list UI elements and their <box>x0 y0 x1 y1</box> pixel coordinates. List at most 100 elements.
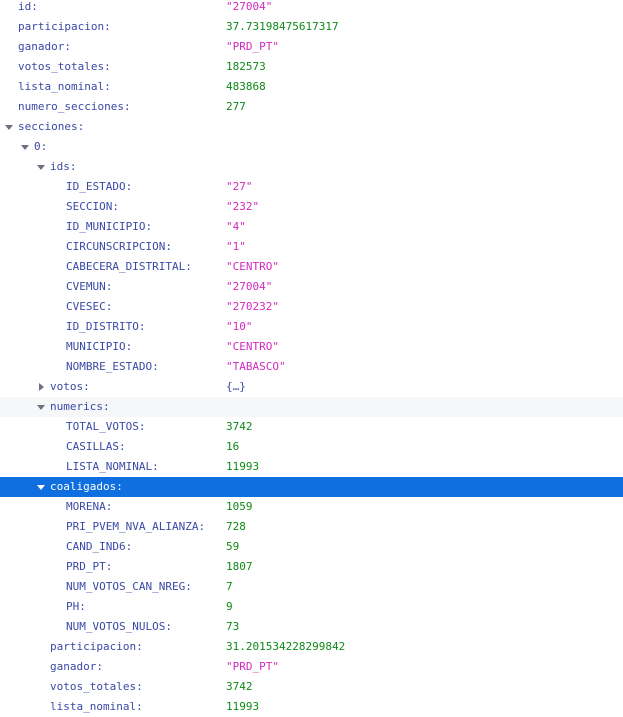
json-row-nombre-estado[interactable]: NOMBRE_ESTADO: "TABASCO" <box>0 357 623 377</box>
json-row-item-0[interactable]: 0: <box>0 137 623 157</box>
json-value: "CENTRO" <box>226 340 279 353</box>
json-row-id[interactable]: id: "27004" <box>0 0 623 17</box>
json-key: lista_nominal: <box>18 80 111 93</box>
json-row-prd-pt[interactable]: PRD_PT: 1807 <box>0 557 623 577</box>
json-value: 16 <box>226 440 240 453</box>
json-value: 3742 <box>226 420 253 433</box>
json-key: secciones: <box>18 120 85 133</box>
json-row-id-estado[interactable]: ID_ESTADO: "27" <box>0 177 623 197</box>
json-row-num-votos-can-nreg[interactable]: NUM_VOTOS_CAN_NREG: 7 <box>0 577 623 597</box>
json-value: 59 <box>226 540 240 553</box>
json-row-cand-ind6[interactable]: CAND_IND6: 59 <box>0 537 623 557</box>
json-row-item-votos-totales[interactable]: votos_totales: 3742 <box>0 677 623 697</box>
json-value: 11993 <box>226 460 260 473</box>
json-key: CVESEC: <box>66 300 113 313</box>
json-key: TOTAL_VOTOS: <box>66 420 146 433</box>
json-row-pri-pvem-nva-alianza[interactable]: PRI_PVEM_NVA_ALIANZA: 728 <box>0 517 623 537</box>
json-value: 11993 <box>226 700 260 713</box>
json-row-ph[interactable]: PH: 9 <box>0 597 623 617</box>
json-row-numero-secciones[interactable]: numero_secciones: 277 <box>0 97 623 117</box>
json-key: id: <box>18 0 38 13</box>
json-value: 31.201534228299842 <box>226 640 346 653</box>
json-row-votos-totales[interactable]: votos_totales: 182573 <box>0 57 623 77</box>
json-key: MORENA: <box>66 500 113 513</box>
json-key: PRD_PT: <box>66 560 113 573</box>
json-key: NOMBRE_ESTADO: <box>66 360 159 373</box>
json-key: CASILLAS: <box>66 440 126 453</box>
json-value: "PRD_PT" <box>226 40 279 53</box>
json-row-cvemun[interactable]: CVEMUN: "27004" <box>0 277 623 297</box>
json-value: "PRD_PT" <box>226 660 279 673</box>
json-key: numero_secciones: <box>18 100 131 113</box>
json-value: 37.73198475617317 <box>226 20 339 33</box>
json-key: lista_nominal: <box>50 700 143 713</box>
json-value: "CENTRO" <box>226 260 279 273</box>
json-value: "270232" <box>226 300 279 313</box>
json-row-circunscripcion[interactable]: CIRCUNSCRIPCION: "1" <box>0 237 623 257</box>
json-value: 73 <box>226 620 240 633</box>
json-key: PH: <box>66 600 86 613</box>
json-row-item-ganador[interactable]: ganador: "PRD_PT" <box>0 657 623 677</box>
json-row-casillas[interactable]: CASILLAS: 16 <box>0 437 623 457</box>
json-row-id-municipio[interactable]: ID_MUNICIPIO: "4" <box>0 217 623 237</box>
json-key: ganador: <box>18 40 71 53</box>
json-row-cvesec[interactable]: CVESEC: "270232" <box>0 297 623 317</box>
expand-toggle-icon[interactable] <box>4 117 14 137</box>
json-value: "27004" <box>226 0 273 13</box>
json-value: 182573 <box>226 60 266 73</box>
json-value: 9 <box>226 600 233 613</box>
json-value: "232" <box>226 200 260 213</box>
json-key: CVEMUN: <box>66 280 113 293</box>
json-row-morena[interactable]: MORENA: 1059 <box>0 497 623 517</box>
json-key: ID_DISTRITO: <box>66 320 146 333</box>
json-key: ID_MUNICIPIO: <box>66 220 153 233</box>
expand-toggle-icon[interactable] <box>36 397 46 417</box>
json-key: votos_totales: <box>18 60 111 73</box>
json-key: votos_totales: <box>50 680 143 693</box>
json-key: NUM_VOTOS_NULOS: <box>66 620 172 633</box>
json-row-item-lista-nominal[interactable]: lista_nominal: 11993 <box>0 697 623 717</box>
json-key: 0: <box>34 140 48 153</box>
json-row-municipio[interactable]: MUNICIPIO: "CENTRO" <box>0 337 623 357</box>
json-row-coaligados[interactable]: coaligados: <box>0 477 623 497</box>
json-key: votos: <box>50 380 90 393</box>
json-value: 277 <box>226 100 246 113</box>
json-key: ids: <box>50 160 77 173</box>
json-key: CAND_IND6: <box>66 540 133 553</box>
json-row-secciones[interactable]: secciones: <box>0 117 623 137</box>
json-key: ganador: <box>50 660 103 673</box>
json-value: "27004" <box>226 280 273 293</box>
json-key: SECCION: <box>66 200 119 213</box>
json-row-seccion[interactable]: SECCION: "232" <box>0 197 623 217</box>
json-row-lista-nominal[interactable]: lista_nominal: 483868 <box>0 77 623 97</box>
json-row-id-distrito[interactable]: ID_DISTRITO: "10" <box>0 317 623 337</box>
json-row-participacion[interactable]: participacion: 37.73198475617317 <box>0 17 623 37</box>
json-value: 728 <box>226 520 246 533</box>
json-value: "27" <box>226 180 253 193</box>
expand-toggle-icon[interactable] <box>20 137 30 157</box>
json-value: "4" <box>226 220 246 233</box>
json-row-item-participacion[interactable]: participacion: 31.201534228299842 <box>0 637 623 657</box>
json-row-lista-nominal-num[interactable]: LISTA_NOMINAL: 11993 <box>0 457 623 477</box>
json-value: "10" <box>226 320 253 333</box>
json-key: MUNICIPIO: <box>66 340 133 353</box>
json-row-numerics[interactable]: numerics: <box>0 397 623 417</box>
json-row-num-votos-nulos[interactable]: NUM_VOTOS_NULOS: 73 <box>0 617 623 637</box>
json-value: "TABASCO" <box>226 360 286 373</box>
json-row-total-votos[interactable]: TOTAL_VOTOS: 3742 <box>0 417 623 437</box>
json-row-cabecera-distrital[interactable]: CABECERA_DISTRITAL: "CENTRO" <box>0 257 623 277</box>
json-value: {…} <box>226 380 246 393</box>
expand-toggle-icon[interactable] <box>36 477 46 497</box>
json-value: 7 <box>226 580 233 593</box>
json-row-ganador[interactable]: ganador: "PRD_PT" <box>0 37 623 57</box>
expand-toggle-icon[interactable] <box>36 157 46 177</box>
json-key: CABECERA_DISTRITAL: <box>66 260 192 273</box>
json-key: coaligados: <box>50 480 123 493</box>
json-row-ids[interactable]: ids: <box>0 157 623 177</box>
json-key: LISTA_NOMINAL: <box>66 460 159 473</box>
json-row-votos[interactable]: votos: {…} <box>0 377 623 397</box>
json-value: 1807 <box>226 560 253 573</box>
json-key: PRI_PVEM_NVA_ALIANZA: <box>66 520 206 533</box>
expand-toggle-icon[interactable] <box>36 377 46 397</box>
